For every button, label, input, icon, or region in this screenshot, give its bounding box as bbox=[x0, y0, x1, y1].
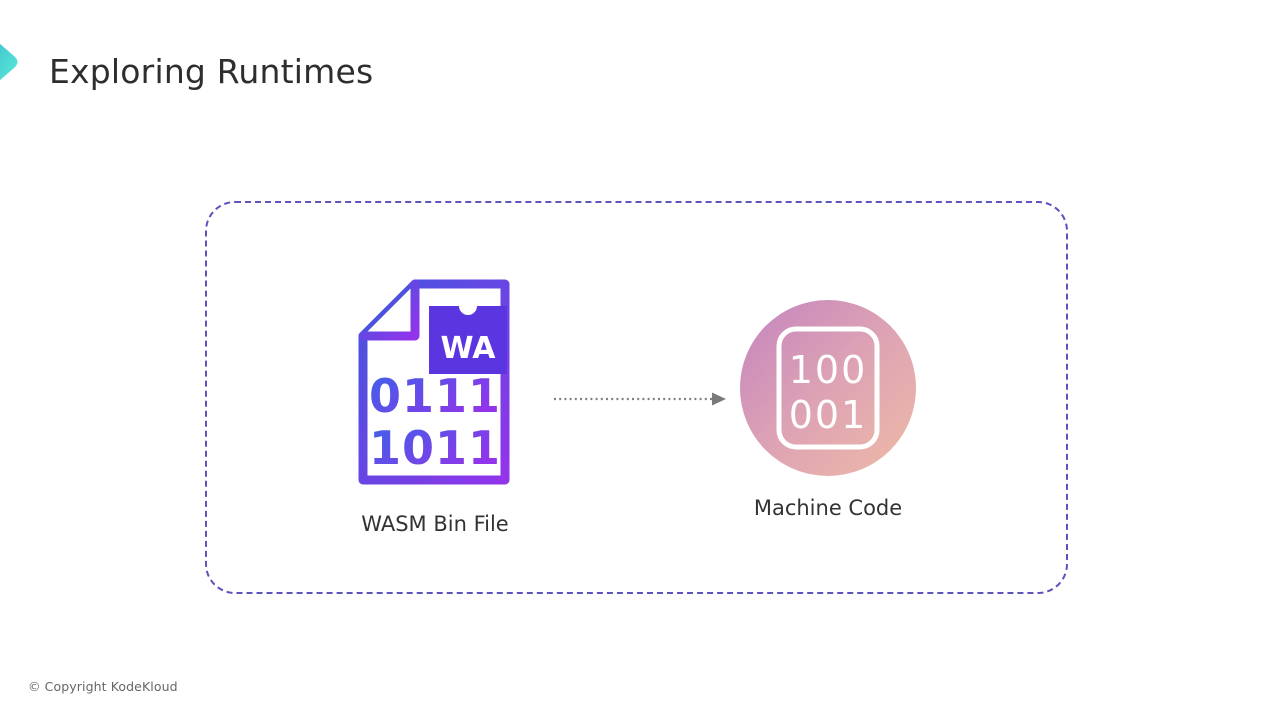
kodekloud-chevron-icon bbox=[0, 43, 18, 81]
diagram-frame bbox=[205, 201, 1068, 594]
dotted-arrow-right-icon bbox=[554, 392, 726, 406]
node-machine-code[interactable]: 100 001 Machine Code bbox=[726, 300, 930, 520]
node-wasm-bin-file[interactable]: WA 0111 1011 WASM Bin File bbox=[330, 278, 540, 536]
machine-binary-row-2: 001 bbox=[789, 393, 868, 437]
node-label-machine-code: Machine Code bbox=[753, 496, 903, 520]
wasm-file-icon: WA 0111 1011 bbox=[358, 279, 510, 485]
node-label-wasm-bin-file: WASM Bin File bbox=[361, 512, 509, 536]
machine-code-icon: 100 001 bbox=[740, 300, 916, 476]
copyright-notice: © Copyright KodeKloud bbox=[28, 679, 178, 694]
wasm-binary-row-2: 1011 bbox=[369, 421, 501, 475]
wasm-binary-row-1: 0111 bbox=[369, 369, 501, 423]
page-title: Exploring Runtimes bbox=[49, 52, 374, 91]
machine-binary-row-1: 100 bbox=[789, 348, 868, 392]
wasm-badge-text: WA bbox=[441, 331, 497, 366]
